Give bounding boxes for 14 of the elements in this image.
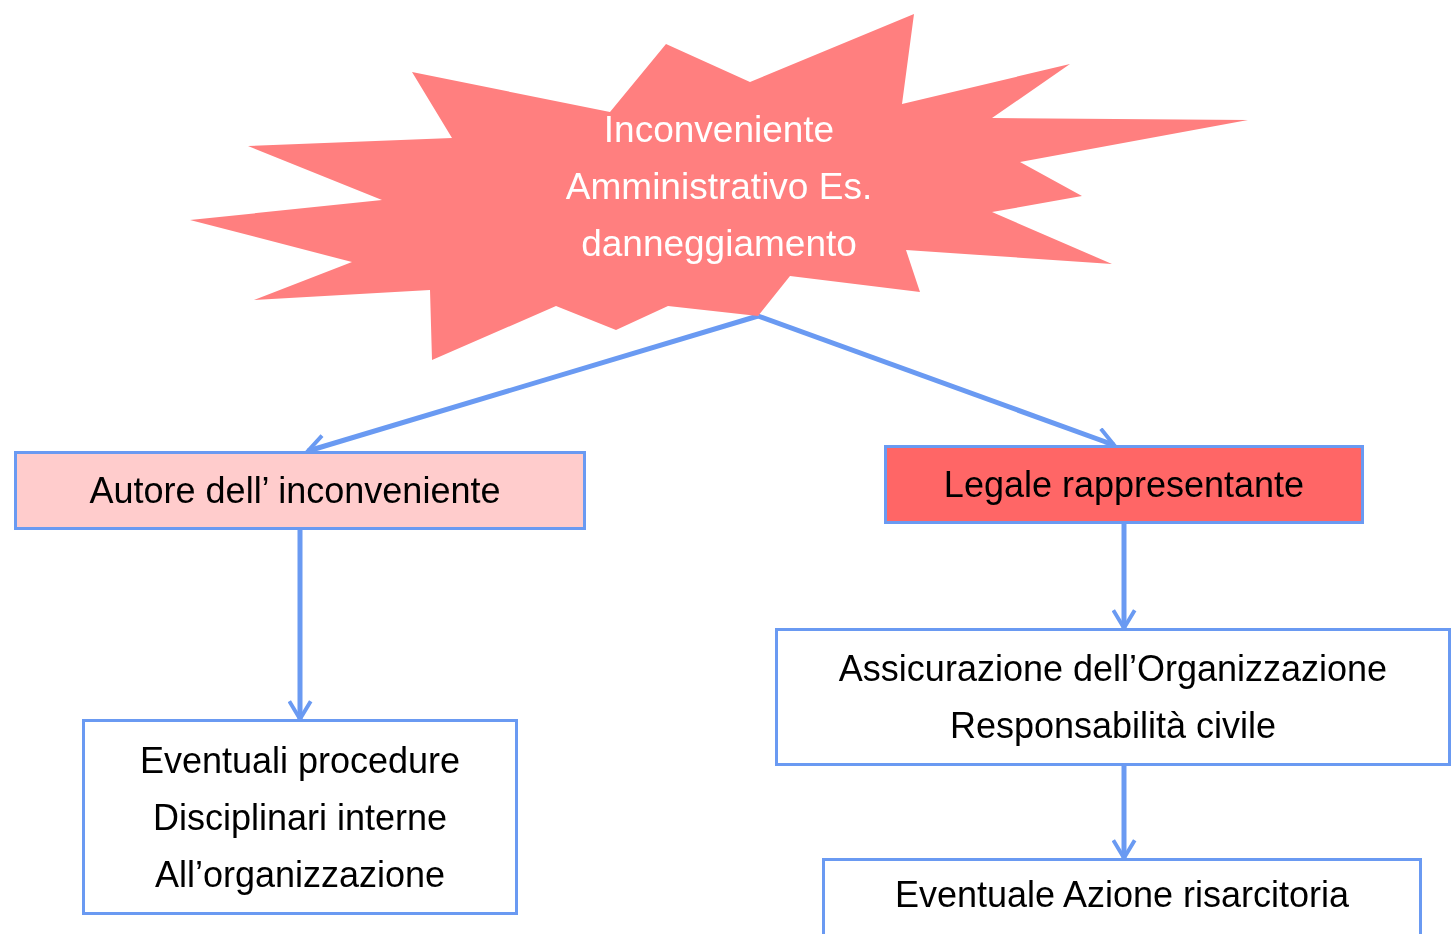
arrow — [1111, 524, 1137, 630]
process-box — [822, 858, 1422, 934]
node-text: Assicurazione dell’Organizzazione Responsabilità civile — [837, 647, 1389, 748]
process-box — [14, 451, 586, 530]
arrow — [1111, 766, 1137, 860]
node-text: Autore dell’ inconveniente — [89, 469, 501, 513]
node-text: Eventuali procedure Disciplinari interne All’organizzazione — [138, 738, 462, 897]
node-text: Eventuale Azione risarcitoria — [894, 872, 1350, 917]
process-box — [82, 719, 518, 915]
arrow — [287, 530, 313, 721]
process-box — [884, 445, 1364, 524]
process-box — [775, 628, 1451, 766]
node-text: Inconveniente Amministrativo Es. danneggiamento — [564, 107, 874, 266]
node-text: Legale rappresentante — [943, 463, 1305, 507]
